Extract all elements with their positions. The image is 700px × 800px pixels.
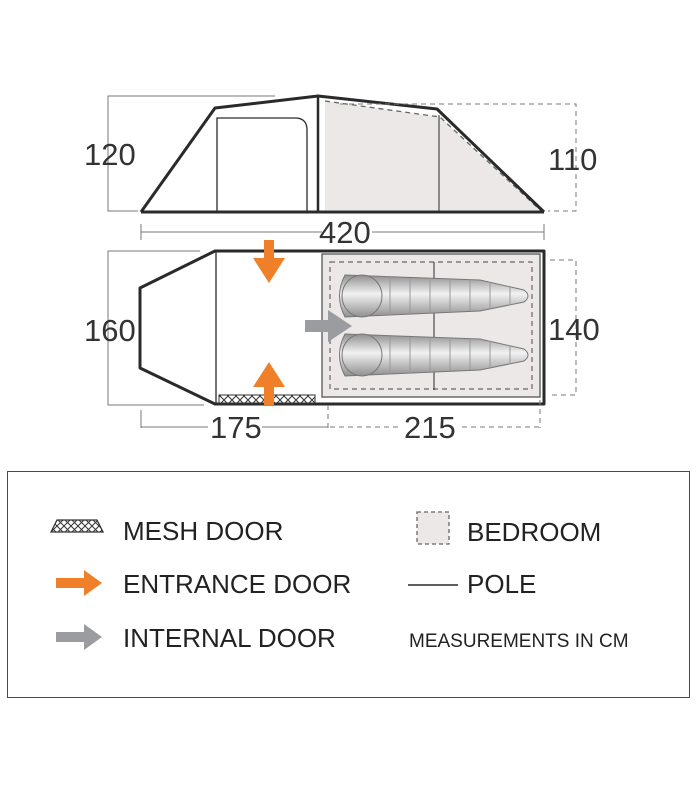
sleeping-bag-lower — [339, 333, 529, 377]
plan-width-front-label: 160 — [84, 313, 136, 348]
legend-internal-door: INTERNAL DOOR — [123, 623, 336, 653]
legend-entrance-door-label: ENTRANCE DOOR — [123, 568, 352, 599]
front-length-label: 175 — [210, 410, 262, 445]
legend-box — [7, 471, 690, 698]
side-bedroom-area — [325, 101, 540, 210]
legend-mesh-door-label: MESH DOOR — [123, 515, 284, 546]
side-height-front-label: 120 — [84, 137, 136, 172]
side-height-front-bracket — [107, 95, 275, 212]
entrance-door-arrow-icon — [56, 570, 102, 596]
legend-pole: POLE — [467, 569, 536, 599]
side-height-rear-bracket — [340, 103, 577, 212]
plan-width-bedroom-label: 140 — [548, 312, 600, 347]
bedroom-swatch-icon — [416, 511, 450, 545]
legend-units-note: MEASUREMENTS IN CM — [409, 627, 629, 657]
internal-door-arrow — [305, 310, 352, 342]
side-door-outline — [216, 117, 308, 212]
plan-width-front-bracket — [107, 250, 204, 406]
side-bedroom-outline — [324, 100, 541, 211]
plan-tent-outline — [138, 249, 546, 406]
entrance-door-arrow-top — [253, 240, 285, 283]
pole-line-icon — [408, 584, 458, 586]
legend-internal-door-label: INTERNAL DOOR — [123, 622, 336, 653]
internal-door-arrow-icon — [56, 624, 102, 650]
bedroom-length-label: 215 — [404, 410, 456, 445]
legend-mesh-door: MESH DOOR — [123, 516, 283, 546]
side-elevation — [107, 94, 577, 214]
mesh-door-icon — [50, 519, 104, 533]
legend-bedroom-label: BEDROOM — [467, 516, 602, 547]
side-height-rear-label: 110 — [548, 142, 597, 177]
tent-diagram: 120 110 420 — [84, 94, 600, 445]
plan-width-bedroom-bracket — [550, 259, 577, 396]
entrance-door-arrow-bottom — [253, 362, 285, 405]
total-length-label: 420 — [319, 215, 371, 250]
legend-pole-label: POLE — [467, 568, 537, 599]
legend-entrance-door: ENTRANCE DOOR — [123, 569, 351, 599]
legend-bedroom: BEDROOM — [467, 517, 601, 547]
sleeping-bag-upper — [339, 274, 529, 318]
legend-units-note-label: MEASUREMENTS IN CM — [409, 631, 629, 652]
floor-plan — [107, 240, 577, 428]
